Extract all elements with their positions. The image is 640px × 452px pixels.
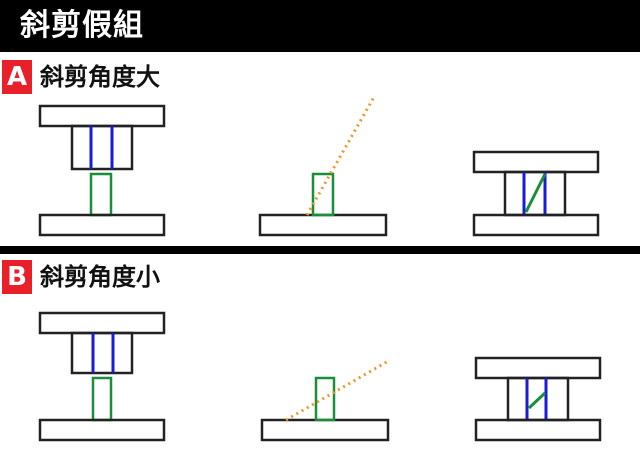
a1-green-tenon (89, 172, 113, 217)
b-step2-cut (260, 358, 391, 442)
a1-top-plate (38, 104, 166, 128)
b3-top-plate (474, 356, 602, 380)
b2-green-tenon (314, 376, 336, 422)
b-step3-assembled (474, 356, 602, 442)
section-a-badge: A (2, 60, 32, 94)
b3-green-cut (527, 391, 547, 410)
b2-cut-line (285, 358, 391, 422)
a3-bottom-plate (472, 213, 600, 237)
a-step2-cut (258, 96, 388, 237)
a3-green-cut (524, 173, 547, 213)
a1-bottom-plate (38, 213, 166, 237)
b1-upper-block (70, 331, 134, 375)
a-step1-separated (38, 104, 166, 237)
section-b-title: 斜剪角度小 (40, 263, 160, 291)
a-step3-assembled (472, 150, 600, 237)
b3-bottom-plate (474, 418, 602, 442)
section-divider (0, 246, 640, 254)
b1-green-tenon (91, 376, 113, 422)
b1-top-plate (38, 311, 166, 335)
page-title: 斜剪假組 (20, 8, 144, 43)
a2-green-tenon (311, 172, 335, 217)
b2-bottom-plate (260, 418, 390, 442)
a2-bottom-plate (258, 213, 388, 237)
section-b-badge: B (2, 260, 32, 294)
a3-top-plate (472, 150, 600, 174)
a1-upper-block (70, 124, 134, 171)
b1-bottom-plate (38, 418, 166, 442)
section-a-title: 斜剪角度大 (40, 63, 160, 91)
a2-cut-line (305, 96, 376, 216)
header-bar: 斜剪假組 (0, 0, 640, 52)
b-step1-separated (38, 311, 166, 442)
